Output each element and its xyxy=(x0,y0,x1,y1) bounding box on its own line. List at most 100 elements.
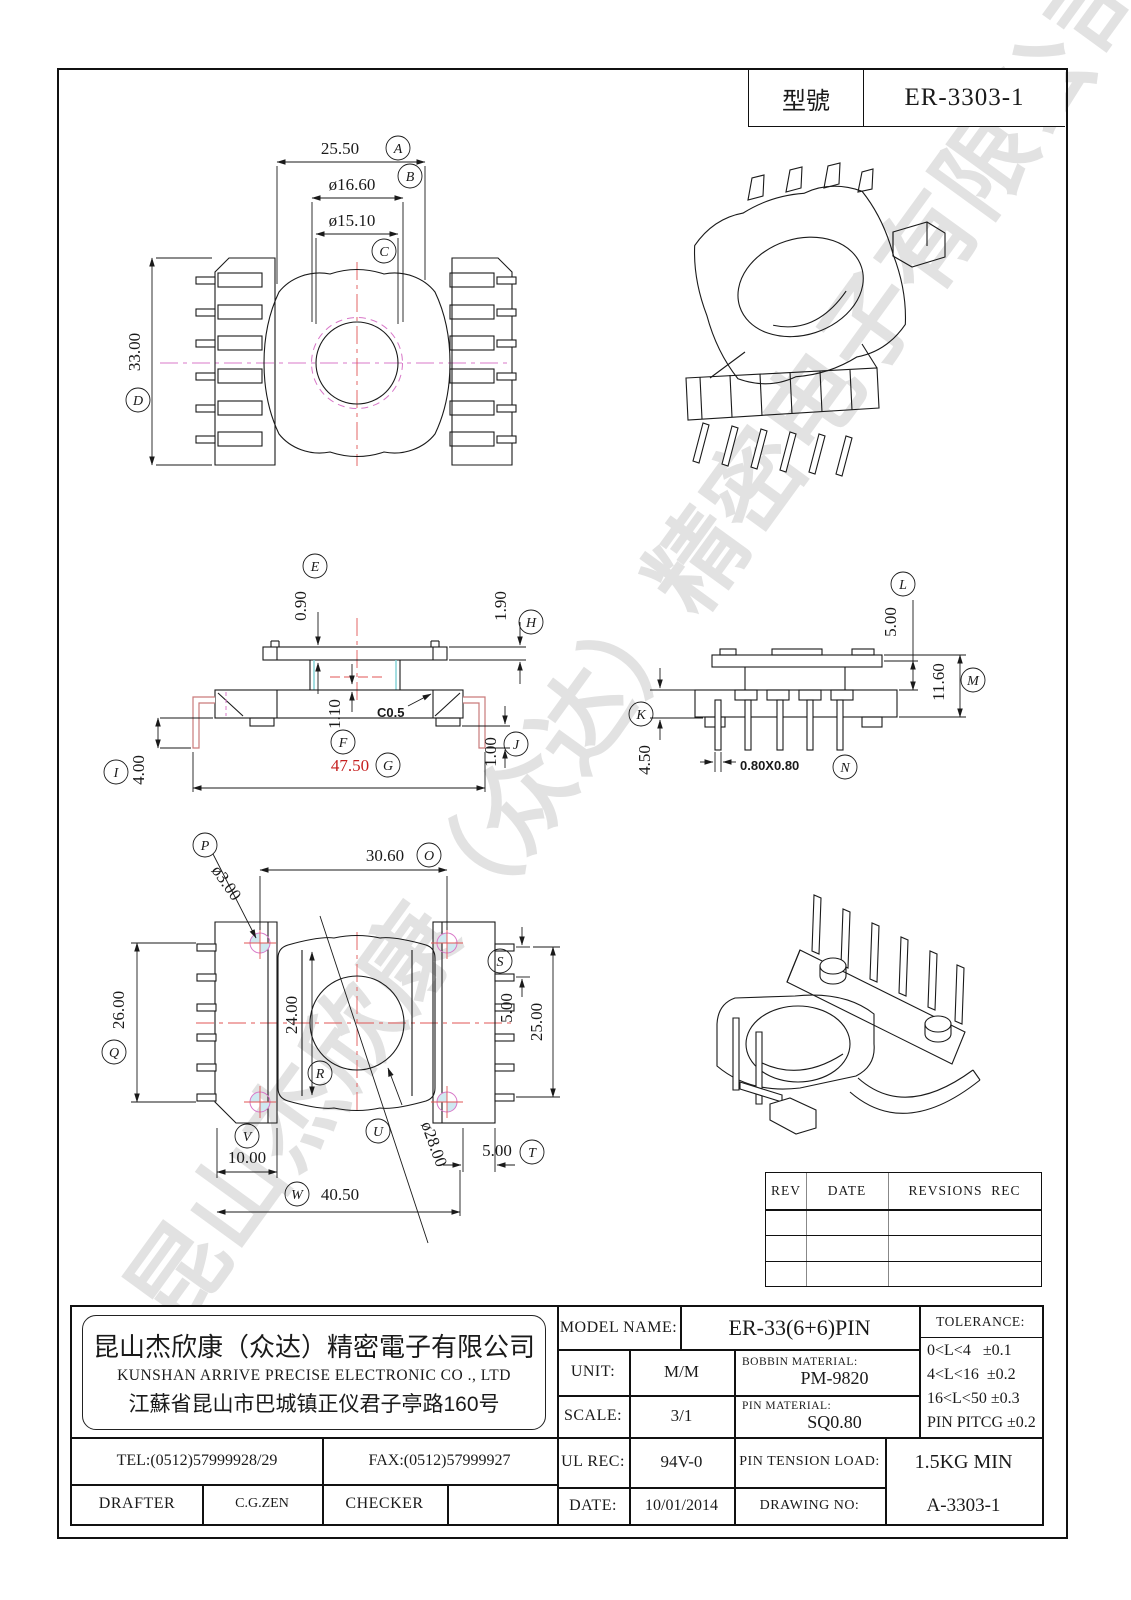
dim-f-value: 1.10 xyxy=(325,699,344,729)
revision-table: REV DATE REVSIONS REC xyxy=(765,1172,1042,1287)
dim-j-value: 1.00 xyxy=(481,737,500,767)
front-view: E 0.90 1.90 H 1.10 F C0.5 I 4.00 xyxy=(103,553,544,792)
dim-g-letter: G xyxy=(383,759,393,774)
dim-v-value: 10.00 xyxy=(228,1148,266,1167)
model-number-box: 型號 ER-3303-1 xyxy=(748,70,1065,127)
dim-k-letter: K xyxy=(635,708,646,723)
model-label: 型號 xyxy=(749,70,864,126)
tolerance-line-1: 0<L<4 ±0.1 xyxy=(927,1342,1012,1359)
title-block: 昆山杰欣康（众达）精密電子有限公司 KUNSHAN ARRIVE PRECISE… xyxy=(70,1305,1044,1526)
tel: TEL:(0512)57999928/29 xyxy=(116,1451,278,1469)
scale-label: SCALE: xyxy=(563,1407,623,1424)
checker-name xyxy=(447,1484,557,1524)
pin-tension-label: PIN TENSION LOAD: xyxy=(739,1454,880,1469)
dim-s-letter: S xyxy=(497,955,504,970)
dim-e-value: 0.90 xyxy=(291,591,310,621)
tolerance-line-3: 16<L<50 ±0.3 xyxy=(927,1390,1020,1407)
drafter-name: C.G.ZEN xyxy=(235,1496,289,1511)
drawing-no-label: DRAWING NO: xyxy=(759,1497,860,1513)
bobbin-material-cell: BOBBIN MATERIAL: PM-9820 xyxy=(734,1349,927,1395)
dim-d-letter: D xyxy=(132,394,143,409)
side-view: L 5.00 11.60 M K 4.50 0. xyxy=(628,571,986,780)
dim-c-value: ø15.10 xyxy=(329,211,376,230)
dim-r-letter: R xyxy=(315,1067,325,1082)
dim-w-letter: W xyxy=(291,1188,304,1203)
rev-col-header: REV xyxy=(771,1183,801,1198)
drawing-no-value: A-3303-1 xyxy=(926,1494,1001,1516)
dim-i-letter: I xyxy=(113,766,120,781)
scale-value: 3/1 xyxy=(670,1406,693,1425)
pin-material-cell: PIN MATERIAL: SQ0.80 xyxy=(734,1395,927,1437)
ul-rec-value: 94V-0 xyxy=(660,1452,703,1471)
model-name-label: MODEL NAME: xyxy=(559,1319,678,1336)
isometric-top-view xyxy=(685,162,946,477)
dim-l-value: 5.00 xyxy=(881,607,900,637)
dim-p-value: ø3.00 xyxy=(208,862,246,904)
dim-a-value: 25.50 xyxy=(321,139,359,158)
dim-e-letter: E xyxy=(310,560,320,575)
dim-c-letter: C xyxy=(379,245,389,260)
unit-value: M/M xyxy=(664,1362,699,1381)
dim-t-value: 5.00 xyxy=(482,1141,512,1160)
dim-p-letter: P xyxy=(200,839,210,854)
bottom-view: 30.60 O P ø3.00 26.00 Q 24.00 R S xyxy=(101,832,560,1244)
pin-material-value: SQ0.80 xyxy=(807,1411,862,1432)
dim-span-value: 25.00 xyxy=(527,1003,546,1041)
dim-n-letter: N xyxy=(839,761,850,776)
revisions-col-header: REVSIONS REC xyxy=(908,1183,1021,1198)
dim-b-letter: B xyxy=(406,170,415,185)
isometric-bottom-view xyxy=(716,894,981,1135)
dim-q-value: 26.00 xyxy=(109,991,128,1029)
top-view: 25.50 A ø16.60 B ø15.10 C 33.00 D xyxy=(125,135,517,466)
checker-label: CHECKER xyxy=(345,1495,424,1512)
date-value: 10/01/2014 xyxy=(645,1496,718,1514)
tolerance-line-2: 4<L<16 ±0.2 xyxy=(927,1366,1016,1383)
dim-k-value: 4.50 xyxy=(635,745,654,775)
ul-rec-label: UL REC: xyxy=(561,1453,625,1470)
dim-u-letter: U xyxy=(373,1125,384,1140)
dim-q-letter: Q xyxy=(109,1046,119,1061)
sheet-border xyxy=(57,68,1068,1539)
dim-d-value: 33.00 xyxy=(125,333,144,371)
fax: FAX:(0512)57999927 xyxy=(368,1451,511,1469)
unit-label: UNIT: xyxy=(570,1363,616,1380)
dim-b-value: ø16.60 xyxy=(329,175,376,194)
chamfer-note: C0.5 xyxy=(377,705,404,720)
dim-w-value: 40.50 xyxy=(321,1185,359,1204)
dim-l-letter: L xyxy=(898,578,907,593)
dim-h-value: 1.90 xyxy=(491,591,510,621)
company-address: 江蘇省昆山市巴城镇正仪君子亭路160号 xyxy=(128,1393,500,1416)
mounting-bosses xyxy=(244,927,463,1118)
drafter-label: DRAFTER xyxy=(98,1495,176,1512)
pin-material-label: PIN MATERIAL: xyxy=(742,1399,832,1412)
dim-u-value: ø28.00 xyxy=(417,1119,451,1169)
dim-m-value: 11.60 xyxy=(929,663,948,701)
dim-m-letter: M xyxy=(966,674,980,689)
dim-o-letter: O xyxy=(424,849,434,864)
tolerance-line-4: PIN PITCG ±0.2 xyxy=(927,1414,1036,1431)
dim-h-letter: H xyxy=(525,616,537,631)
dim-j-letter: J xyxy=(513,738,520,753)
dim-v-letter: V xyxy=(243,1130,253,1145)
dim-a-letter: A xyxy=(393,142,403,157)
model-number: ER-3303-1 xyxy=(904,84,1025,111)
dim-r-value: 24.00 xyxy=(282,996,301,1034)
dim-n-value: 0.80X0.80 xyxy=(740,758,799,773)
dim-i-value: 4.00 xyxy=(129,755,148,785)
company-box: 昆山杰欣康（众达）精密電子有限公司 KUNSHAN ARRIVE PRECISE… xyxy=(82,1315,546,1430)
tolerance-label: TOLERANCE: xyxy=(936,1314,1025,1329)
bobbin-material-label: BOBBIN MATERIAL: xyxy=(742,1355,858,1368)
dim-o-value: 30.60 xyxy=(366,846,404,865)
dim-f-letter: F xyxy=(338,736,348,751)
model-name-value: ER-33(6+6)PIN xyxy=(728,1315,871,1340)
dim-t-letter: T xyxy=(528,1146,537,1161)
bobbin-material-value: PM-9820 xyxy=(800,1367,869,1388)
date-label: DATE: xyxy=(569,1496,617,1514)
company-name-cn: 昆山杰欣康（众达）精密電子有限公司 xyxy=(92,1332,535,1362)
dim-g-value: 47.50 xyxy=(331,756,369,775)
pin-tension-value: 1.5KG MIN xyxy=(914,1450,1013,1473)
date-col-header: DATE xyxy=(827,1183,867,1198)
dim-s-value: 5.00 xyxy=(497,993,516,1023)
